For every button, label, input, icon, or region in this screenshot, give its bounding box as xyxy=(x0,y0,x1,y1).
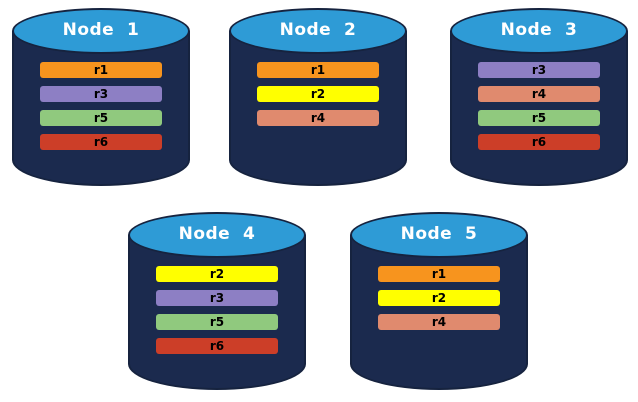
replica-bar[interactable]: r5 xyxy=(477,110,601,126)
replica-bar[interactable]: r6 xyxy=(39,134,163,150)
replica-list: r1 r3 r5 r6 xyxy=(12,62,190,150)
replica-bar[interactable]: r2 xyxy=(256,86,380,102)
replica-bar[interactable]: r4 xyxy=(256,110,380,126)
replica-list: r2 r3 r5 r6 xyxy=(128,266,306,354)
node-label: Node 5 xyxy=(400,224,478,244)
database-node-2[interactable]: Node 2 r1 r2 r4 xyxy=(229,8,407,186)
database-node-3[interactable]: Node 3 r3 r4 r5 r6 xyxy=(450,8,628,186)
replica-bar[interactable]: r6 xyxy=(477,134,601,150)
node-label: Node 4 xyxy=(178,224,256,244)
replica-bar[interactable]: r1 xyxy=(256,62,380,78)
node-cylinder-top xyxy=(350,212,528,258)
node-cylinder-top xyxy=(12,8,190,54)
node-cylinder-top xyxy=(229,8,407,54)
node-label: Node 3 xyxy=(500,20,578,40)
database-node-1[interactable]: Node 1 r1 r3 r5 r6 xyxy=(12,8,190,186)
replica-bar[interactable]: r5 xyxy=(39,110,163,126)
replica-list: r3 r4 r5 r6 xyxy=(450,62,628,150)
replica-bar[interactable]: r3 xyxy=(155,290,279,306)
node-label: Node 2 xyxy=(279,20,357,40)
replica-bar[interactable]: r5 xyxy=(155,314,279,330)
database-node-4[interactable]: Node 4 r2 r3 r5 r6 xyxy=(128,212,306,390)
replica-list: r1 r2 r4 xyxy=(229,62,407,126)
replica-bar[interactable]: r3 xyxy=(39,86,163,102)
node-cylinder-top xyxy=(128,212,306,258)
node-label: Node 1 xyxy=(62,20,140,40)
replica-bar[interactable]: r2 xyxy=(155,266,279,282)
replica-bar[interactable]: r1 xyxy=(377,266,501,282)
replica-bar[interactable]: r1 xyxy=(39,62,163,78)
replica-bar[interactable]: r4 xyxy=(477,86,601,102)
node-cylinder-body xyxy=(450,31,628,186)
replica-bar[interactable]: r2 xyxy=(377,290,501,306)
node-cylinder-body xyxy=(128,235,306,390)
database-node-5[interactable]: Node 5 r1 r2 r4 xyxy=(350,212,528,390)
replica-bar[interactable]: r4 xyxy=(377,314,501,330)
node-cylinder-top xyxy=(450,8,628,54)
replica-bar[interactable]: r6 xyxy=(155,338,279,354)
node-cylinder-body xyxy=(229,31,407,186)
replica-list: r1 r2 r4 xyxy=(350,266,528,330)
replica-bar[interactable]: r3 xyxy=(477,62,601,78)
